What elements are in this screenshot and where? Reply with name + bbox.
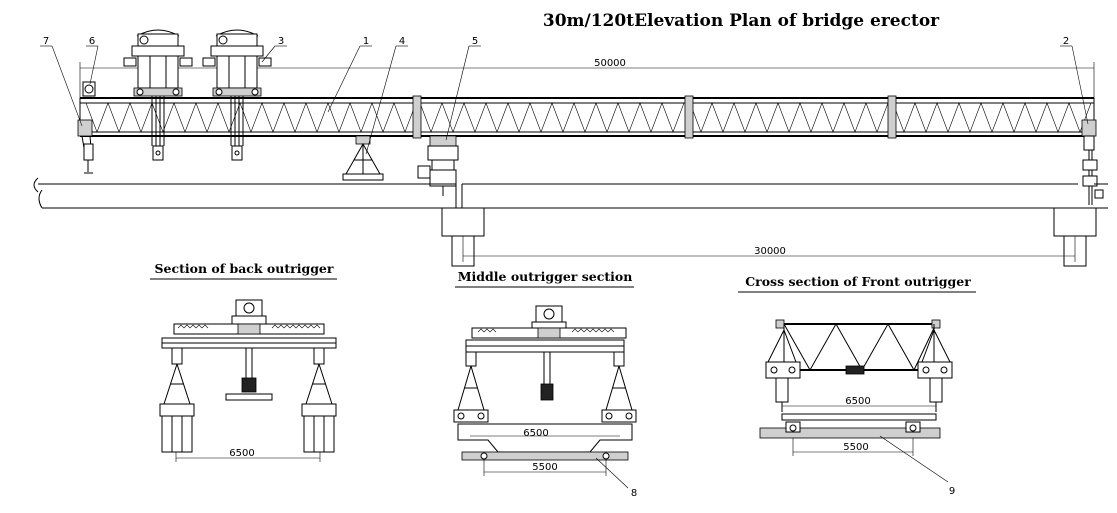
bridge-deck	[33, 177, 1108, 267]
svg-text:3: 3	[278, 36, 284, 47]
back-right-leg	[301, 347, 337, 453]
svg-text:1: 1	[363, 36, 369, 47]
back-outrigger-leg	[77, 119, 94, 174]
front-outrigger	[1081, 119, 1104, 205]
main-truss-girder	[79, 95, 1095, 139]
rear-auxiliary-support	[342, 135, 384, 181]
lifting-trolley-front	[202, 29, 272, 161]
front-right-leg	[917, 329, 953, 412]
elevation-view: 50000	[33, 29, 1108, 267]
svg-text:4: 4	[399, 36, 405, 47]
truss-web-members	[85, 102, 1092, 133]
front-left-leg	[765, 329, 801, 412]
girder-splice-joint	[887, 95, 897, 139]
callout-9: 9	[879, 435, 955, 497]
middle-width-upper-label: 6500	[523, 428, 548, 439]
svg-text:2: 2	[1063, 36, 1069, 47]
end-winch	[82, 81, 96, 97]
pier-cap	[1053, 207, 1097, 237]
callout-3: 3	[261, 36, 287, 63]
back-width-label: 6500	[229, 448, 254, 459]
callout-8: 8	[595, 457, 637, 499]
callout-4: 4	[365, 36, 408, 155]
dimension-span-label: 30000	[754, 246, 786, 257]
front-width-upper-label: 6500	[845, 396, 870, 407]
dimension-span: 30000	[462, 236, 1076, 262]
callout-5: 5	[445, 36, 481, 141]
callout-1: 1	[327, 36, 372, 113]
middle-outrigger	[417, 135, 459, 196]
front-width-lower-label: 5500	[843, 442, 868, 453]
callout-6: 6	[86, 36, 99, 85]
dimension-main-length-label: 50000	[594, 58, 626, 69]
girder-splice-joint	[684, 95, 694, 139]
pier-cap	[441, 207, 485, 237]
section-front-outrigger: Cross section of Front outrigger	[738, 274, 976, 497]
middle-right-leg	[601, 351, 637, 423]
section-back-title: Section of back outrigger	[155, 261, 334, 276]
svg-text:6: 6	[89, 36, 95, 47]
lifting-trolley-rear	[123, 29, 193, 161]
section-middle-title: Middle outrigger section	[458, 269, 633, 284]
section-front-title: Cross section of Front outrigger	[745, 274, 971, 289]
callout-2: 2	[1060, 36, 1089, 125]
middle-left-leg	[453, 351, 489, 423]
back-left-leg	[159, 347, 195, 453]
drawing-title: 30m/120tElevation Plan of bridge erector	[543, 11, 940, 31]
callout-7: 7	[40, 36, 83, 127]
svg-text:7: 7	[43, 36, 49, 47]
svg-text:8: 8	[631, 488, 637, 499]
girder-splice-joint	[412, 95, 422, 139]
middle-width-lower-label: 5500	[532, 462, 557, 473]
svg-text:9: 9	[949, 486, 955, 497]
section-middle-outrigger: Middle outrigger section	[453, 269, 637, 499]
svg-text:5: 5	[472, 36, 478, 47]
section-back-outrigger: Section of back outrigger	[150, 261, 337, 462]
